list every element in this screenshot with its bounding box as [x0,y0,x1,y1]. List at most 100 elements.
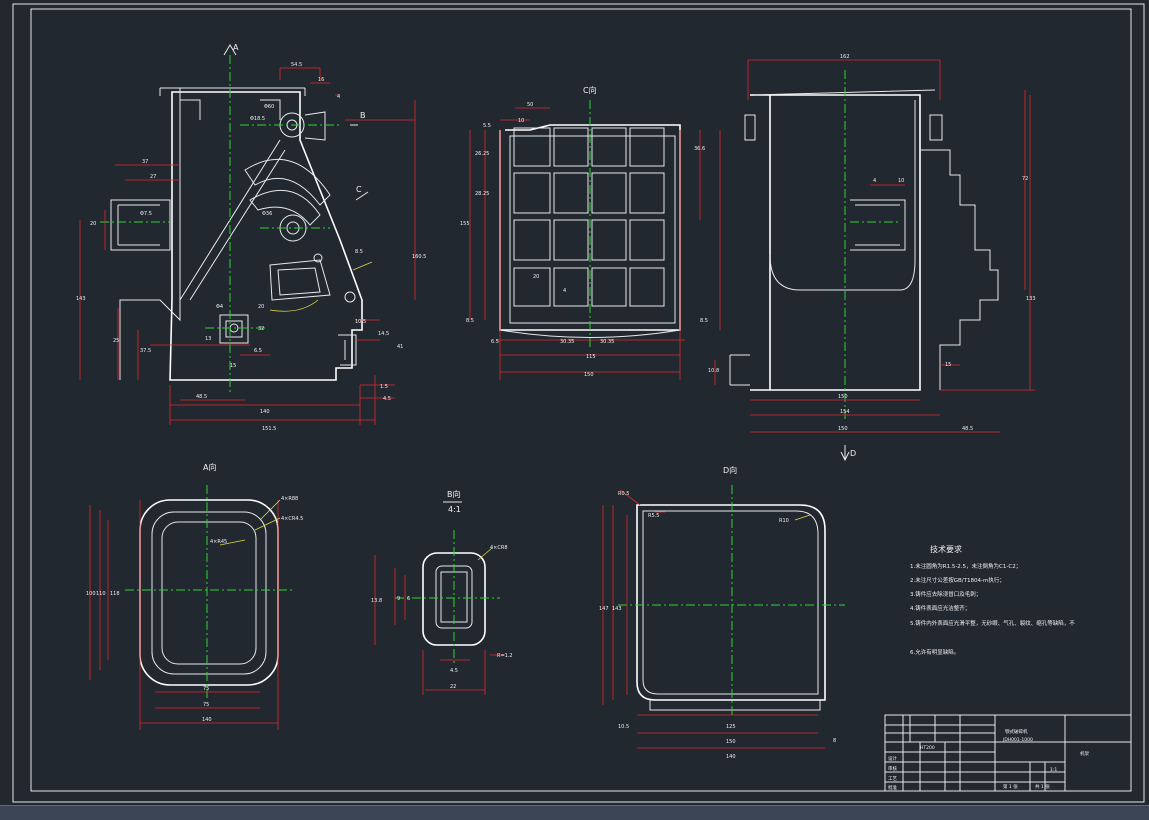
dim-text: 8.5 [355,249,363,255]
dim-text: 140 [726,754,736,760]
view-marker-c: C [356,185,362,194]
view-title: C向 [583,85,597,95]
dim-text: 16 [318,77,324,83]
dim-text: 4.5 [450,668,458,674]
dim-text: 140 [260,409,270,415]
dim-text: 115 [586,354,596,360]
dim-text: Φ4 [216,304,223,310]
title-block: 颚式破碎机 JDH001-1000 HT200 机架 1:1 共 1 张 第 1… [884,714,1132,792]
main-view[interactable]: 54.5 16 4 Φ60 Φ18.5 37 27 Φ7.5 20 Φ36 14… [76,43,426,432]
dim-text: 10 [518,118,524,124]
dim-text: 75 [203,702,209,708]
tb-sheet: 第 1 张 [1003,783,1018,790]
dim-text: 30.35 [560,339,574,345]
tb-row-label: 设计 [888,755,897,762]
dim-text: 30.35 [600,339,614,345]
note-line: 1.未注圆角为R1.5-2.5，未注倒角为C1-C2； [910,562,1021,570]
tb-sheet-name: 机架 [1080,750,1089,757]
dim-text: 5.5 [483,123,491,129]
dim-text: 28.25 [475,191,489,197]
dim-text: 15 [945,362,951,368]
dim-text: 143 [76,296,86,302]
dim-text: 110 [96,591,106,597]
status-strip [0,805,1149,820]
view-marker-d: D [850,449,856,458]
dim-text: 27 [150,174,156,180]
dim-text: 8.5 [700,318,708,324]
dim-text: 75 [203,686,209,692]
dim-text: 13 [205,336,211,342]
dim-text: 4×CR8 [490,545,508,551]
right-view[interactable]: 162 4 10 72 133 10.8 150 154 15 150 48.5… [708,54,1036,462]
dim-text: R5.5 [648,513,659,519]
a-view[interactable]: A向 4×R88 4×CR4.5 4×R45 100 110 118 75 75… [86,462,303,730]
dim-text: 26.25 [475,151,489,157]
dim-text: 10 [898,178,904,184]
dim-text: 4×R45 [210,539,227,545]
dim-text: 25 [113,338,119,344]
outer-border [12,3,1145,803]
dim-text: 37.5 [140,348,151,354]
dim-text: R=1.2 [497,653,513,659]
dim-text: 4×CR4.5 [281,516,303,522]
dim-text: 10.8 [708,368,719,374]
tb-row-label: 审核 [888,765,897,772]
dim-text: R10 [779,518,789,524]
dim-text: 4 [563,288,566,294]
dim-text: 20 [90,221,96,227]
dim-text: 48.5 [962,426,973,432]
tb-sheets: 共 1 张 [1035,783,1050,790]
dim-text: 50 [527,102,533,108]
dim-text: 10.5 [355,319,366,325]
note-line: 6.允许有明显缺陷。 [910,648,959,656]
dim-text: 133 [1026,296,1036,302]
dim-text: 125 [726,724,736,730]
tb-row-label: 工艺 [888,776,897,782]
tb-part-name: 颚式破碎机 [1005,728,1028,735]
dim-text: R0.5 [618,491,629,497]
dim-text: 48.5 [196,394,207,400]
d-view[interactable]: D向 R0.5 R5.5 R10 147 143 125 150 10.5 14… [599,465,845,760]
dim-text: 22 [450,684,456,690]
note-line: 4.铸件表面应光洁整齐； [910,604,970,612]
arrow-a-icon [223,44,237,56]
arrow-c-icon [355,191,369,201]
dim-text: 1.5 [380,384,388,390]
tb-material: HT200 [920,745,935,751]
dim-text: 14.5 [378,331,389,337]
note-line: 2.未注尺寸公差按GB/T1804-m执行； [910,576,1005,584]
dim-text: 37 [142,159,148,165]
grid-cells [513,127,665,307]
dim-text: 151.5 [262,426,276,432]
dim-text: 155 [460,221,470,227]
tb-scale: 1:1 [1050,767,1057,773]
dim-text: 118 [110,591,120,597]
dim-text: 147 [599,606,609,612]
dim-text: 72 [1022,176,1028,182]
dim-text: 36.6 [694,146,705,152]
view-marker-b: B [360,111,366,120]
dim-text: 140 [202,717,212,723]
dim-text: Φ18.5 [250,116,265,122]
dim-text: 150 [838,426,848,432]
dim-text: 162 [840,54,850,60]
dim-text: 154 [840,409,850,415]
dim-text: 10.5 [618,724,629,730]
tb-drawing-no: JDH001-1000 [1002,737,1033,743]
dim-text: 4 [873,178,876,184]
inner-border [30,8,1132,792]
dim-text: 150 [838,394,848,400]
dim-text: Φ7.5 [140,211,152,217]
dim-text: 4 [337,94,340,100]
view-title: D向 [723,465,737,475]
c-view[interactable]: C向 50 10 5.5 155 26.25 28.25 36.6 8.5 8.… [460,85,721,380]
dim-text: Φ36 [262,211,272,217]
note-line: 5.铸件内外表面应光滑平整，无砂眼、气孔、裂纹、缩孔等缺陷，不 [910,619,1075,627]
notes-title: 技术要求 [930,544,962,554]
dim-text: 8.5 [466,318,474,324]
dim-text: 32 [258,326,264,332]
b-view[interactable]: B向 4:1 4×CR8 13.8 9 6 R=1.2 4.5 22 [371,489,513,695]
tb-row-label: 批准 [888,784,897,791]
view-title: B向 [447,489,461,499]
